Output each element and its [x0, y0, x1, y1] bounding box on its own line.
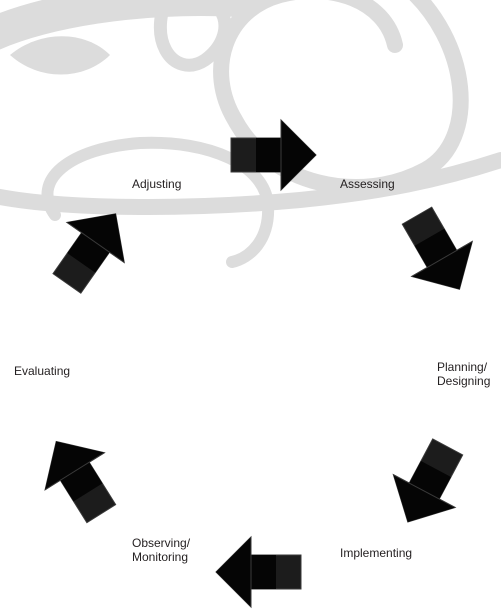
step-label-assessing: Assessing	[340, 177, 395, 191]
step-label-planning-designing: Planning/ Designing	[437, 360, 491, 388]
arrow-observing-to-evaluating	[44, 440, 117, 524]
arrow-planning-to-implementing	[392, 438, 464, 523]
swirl-left-loop	[41, 136, 275, 268]
arrow-implementing-to-observing	[215, 535, 302, 609]
decorative-swirl	[0, 0, 501, 268]
swirl-big-loop	[153, 0, 232, 72]
swirl-leaf	[10, 36, 110, 75]
arrow-adjusting-to-assessing	[230, 118, 317, 192]
step-label-observing-monitoring: Observing/ Monitoring	[132, 536, 191, 564]
arrow-evaluating-to-adjusting	[52, 213, 125, 294]
swirl-top-band	[0, 0, 257, 50]
step-label-evaluating: Evaluating	[14, 364, 71, 378]
step-label-implementing: Implementing	[340, 546, 413, 560]
swirl-bottom-band	[0, 152, 501, 215]
swirl-right-loop	[213, 0, 469, 196]
step-label-adjusting: Adjusting	[132, 177, 182, 191]
arrow-assessing-to-planning	[401, 206, 474, 290]
